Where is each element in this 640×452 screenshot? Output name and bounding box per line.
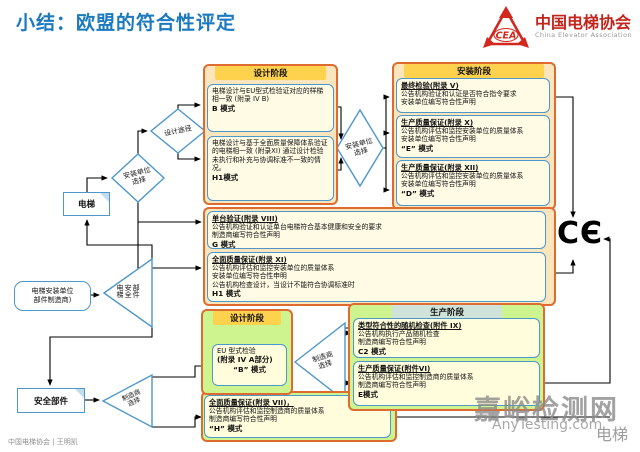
box-h1-design-label: H1模式	[212, 172, 239, 182]
box-h1-mode-label: H1 模式	[212, 289, 241, 299]
box-g-mode-label: G 模式	[212, 239, 236, 249]
node-elevator-label: 电梯	[77, 200, 95, 210]
box-d-mode-title: 生产质量保证(附录 XII)	[401, 163, 479, 172]
box-full-qa-xi: 全面质量保证(附录 XI) 公告机构评估和监控安装单位的质量体系 安装单位编写符…	[207, 252, 546, 302]
box-final-inspection: 最终检验(附录 V) 公告机构验证和认证是否符合指令要求 安装单位编写符合性声明	[396, 78, 550, 113]
installer-choice-diamond-right	[336, 108, 384, 188]
box-random-check-line1: 公告机构执行产品随机检查	[358, 330, 440, 338]
box-prod-qa-vi-line2: 制造商编写符合性声明	[358, 381, 426, 390]
box-random-check-line2: 制造商编写符合性声明	[358, 338, 426, 347]
box-h1-design-body: 电梯设计与基于全面质量保障体系验证的电梯相一致 (附录XI) 通过设计检验未执行…	[212, 139, 328, 173]
box-eu-type-exam: EU 型式检验 (附录 IV A部分) “B” 模式	[212, 344, 287, 386]
box-b-mode: 电梯设计与EU型式检验证对应的样梯相一致 (附录 IV B) B 模式	[207, 84, 334, 132]
box-full-qa-xi-title: 全面质量保证(附录 XI)	[212, 255, 287, 264]
box-eu-type-exam-line2: (附录 IV A部分)	[217, 355, 273, 365]
node-safety-parts: 安全部件	[17, 388, 85, 413]
page-fold-icon	[75, 389, 84, 398]
box-d-mode-label: “D” 模式	[401, 188, 435, 198]
panel-install-header: 安装阶段	[404, 64, 544, 78]
ce-mark: CЄ	[557, 216, 604, 251]
box-final-inspection-title: 最终检验(附录 V)	[401, 81, 459, 90]
box-full-qa-vii: 全面质量保证(附录 VII)， 公告机构评估和监控制造商的质量体系 制造商编写符…	[204, 395, 391, 438]
elevator-or-safety-label: 电梯安全部件	[116, 284, 141, 298]
footer-credit: 中国电梯协会 | 王明凯	[8, 438, 78, 446]
box-prod-qa-vi: 生产质量保证(附件VI) 公告机构评估和监控制造商的质量体系 制造商编写符合性声…	[353, 361, 540, 406]
box-b-mode-body: 电梯设计与EU型式检验证对应的样梯相一致 (附录 IV B)	[212, 87, 324, 104]
box-final-inspection-line1: 公告机构验证和认证是否符合指令要求	[401, 90, 517, 98]
box-random-check: 类型符合性的随机检查(附件 IX) 公告机构执行产品随机检查 制造商编写符合性声…	[353, 318, 540, 358]
box-e2-mode-label: E模式	[358, 389, 378, 399]
panel-design-bottom-header: 设计阶段	[213, 311, 281, 325]
box-e-mode-install: 生产质量保证(附录 X) 公告机构评估和监控安装单位的质量体系 安装单位编写符合…	[396, 115, 550, 158]
box-prod-qa-vi-title: 生产质量保证(附件VI)	[358, 364, 431, 373]
box-e-mode-title: 生产质量保证(附录 X)	[401, 118, 474, 127]
node-installer-label: 电梯安装单位 部件制造商)	[31, 286, 74, 304]
box-final-inspection-line2: 安装单位编写符合性声明	[401, 98, 476, 107]
watermark-site-name: 嘉峪检测网	[474, 395, 619, 426]
box-e-mode-label: “E” 模式	[401, 143, 434, 153]
box-full-qa-vii-title: 全面质量保证(附录 VII)，	[209, 398, 294, 407]
box-d-mode-line2: 安装单位编写符合性声明	[401, 180, 476, 189]
panel-production-header: 生产阶段	[392, 305, 502, 319]
manufacturer-choice-triangle-left	[101, 373, 153, 429]
svg-text:CEA: CEA	[496, 31, 517, 42]
page-title: 小结：欧盟的符合性评定	[16, 12, 237, 34]
watermark-extra: 电梯	[596, 425, 629, 444]
box-d-mode-install: 生产质量保证(附录 XII) 公告机构评估和监控安装单位的质量体系 安装单位编写…	[396, 160, 550, 206]
box-full-qa-vii-line2: 制造商编写符合性声明	[209, 415, 277, 424]
box-full-qa-xi-line1: 公告机构评估和监控安装单位的质量体系	[212, 264, 335, 272]
logo-name-cn: 中国电梯协会	[534, 12, 631, 32]
node-installer: 电梯安装单位 部件制造商)	[14, 281, 91, 311]
node-safety-parts-label: 安全部件	[33, 396, 68, 407]
installer-choice-diamond-left	[110, 153, 166, 203]
box-full-qa-xi-line2: 安装单位编写符合性申明	[212, 272, 287, 281]
box-b2-mode-label: “B” 模式	[233, 364, 266, 374]
watermark-site-url: AnyTesting.com	[492, 417, 603, 433]
design-route-diamond	[149, 108, 207, 154]
manufacturer-choice-triangle-right	[293, 321, 346, 403]
box-h1-design: 电梯设计与基于全面质量保障体系验证的电梯相一致 (附录XI) 通过设计检验未执行…	[207, 136, 334, 201]
box-b-mode-label: B 模式	[212, 103, 235, 113]
box-full-qa-xi-line3: 公告机构检查设计，当设计不能符合协调标准时	[212, 280, 355, 289]
node-elevator: 电梯	[63, 192, 110, 216]
box-unit-verification-line1: 公告机构验证和认证单台电梯符合基本健康和安全的要求	[212, 223, 382, 231]
box-h-mode-label: “H” 模式	[209, 423, 243, 433]
box-full-qa-vii-line1: 公告机构评估和监控制造商的质量体系	[209, 407, 325, 415]
page-fold-icon	[100, 193, 109, 202]
elevator-or-safety-triangle	[102, 257, 153, 329]
association-logo: CEA 中国电梯协会 China Elevator Association	[482, 6, 632, 48]
box-prod-qa-vi-line1: 公告机构评估和监控制造商的质量体系	[358, 373, 474, 381]
box-unit-verification-title: 单台验证(附录 VIII)	[212, 214, 278, 223]
box-e-mode-line1: 公告机构评估和监控安装单位的质量体系	[401, 127, 524, 135]
cea-triangle-icon: CEA	[482, 6, 529, 48]
panel-design-top-header: 设计阶段	[215, 66, 326, 80]
box-c2-mode-label: C2 模式	[358, 346, 386, 356]
box-random-check-title: 类型符合性的随机检查(附件 IX)	[358, 321, 462, 330]
box-eu-type-exam-line1: EU 型式检验	[217, 347, 256, 355]
box-unit-verification: 单台验证(附录 VIII) 公告机构验证和认证单台电梯符合基本健康和安全的要求 …	[207, 211, 546, 249]
box-unit-verification-line2: 制造商编写符合性声明	[212, 231, 280, 240]
logo-name-en: China Elevator Association	[534, 31, 632, 40]
box-e-mode-line2: 安装单位编写符合性声明	[401, 135, 476, 144]
box-d-mode-line1: 公告机构评估和监控安装单位的质量体系	[401, 172, 524, 180]
